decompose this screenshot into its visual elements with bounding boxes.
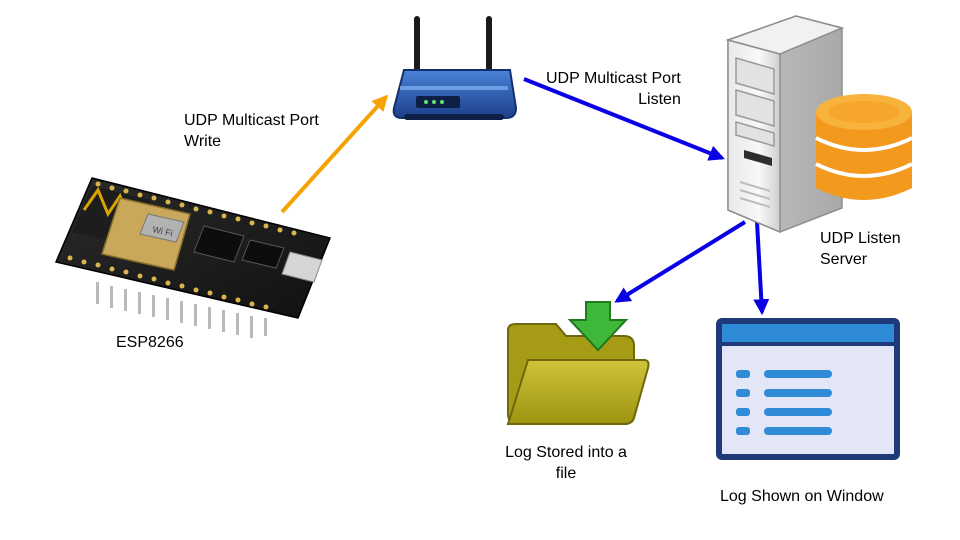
server-to-window-arrow [753, 221, 770, 316]
wifi-router-icon [392, 16, 518, 120]
server-to-file-arrow [614, 220, 747, 303]
server-label-line1: UDP Listen [820, 230, 901, 247]
esp8266-board-icon: Wi Fi [54, 177, 332, 338]
server-tower-icon [725, 15, 845, 234]
svg-text:Wi Fi: Wi Fi [152, 224, 174, 238]
router-listen-label-line2: Listen [638, 91, 681, 108]
server-label-line2: Server [820, 251, 868, 268]
server-label: UDP Listen Server [820, 228, 901, 270]
folder-icon [506, 323, 650, 425]
esp-label: ESP8266 [116, 334, 184, 351]
esp-write-label-line2: Write [184, 133, 222, 150]
app-window-icon [716, 318, 900, 460]
database-icon [815, 94, 913, 200]
file-label-line2: file [555, 465, 577, 482]
router-listen-label: UDP Multicast Port Listen [546, 68, 681, 110]
download-arrow-icon [567, 301, 629, 352]
esp-write-label-line1: UDP Multicast Port [184, 112, 319, 129]
esp-write-label: UDP Multicast Port Write [184, 110, 319, 152]
router-to-server-arrow [523, 77, 725, 161]
router-listen-label-line1: UDP Multicast Port [546, 70, 681, 87]
file-label: Log Stored into a file [494, 442, 638, 484]
connection-arrows [280, 77, 770, 316]
window-label: Log Shown on Window [720, 488, 884, 505]
esp-to-router-arrow [280, 94, 389, 214]
file-label-line1: Log Stored into a [505, 444, 627, 461]
